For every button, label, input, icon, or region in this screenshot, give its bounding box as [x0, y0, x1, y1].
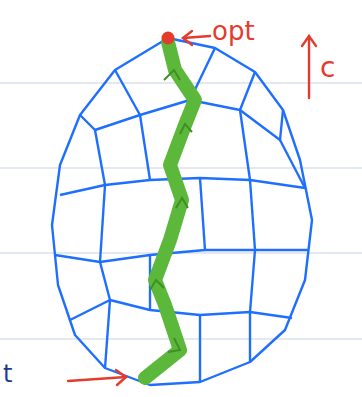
- simplex-path: [145, 42, 195, 378]
- red-arrows: [68, 31, 316, 385]
- optimum-label: opt: [212, 18, 255, 44]
- optimum-dot: [162, 32, 175, 45]
- objective-label: c: [320, 54, 335, 82]
- polytope: [52, 38, 312, 385]
- path-arrow-ticks: [150, 70, 192, 352]
- start-label: t: [3, 362, 12, 386]
